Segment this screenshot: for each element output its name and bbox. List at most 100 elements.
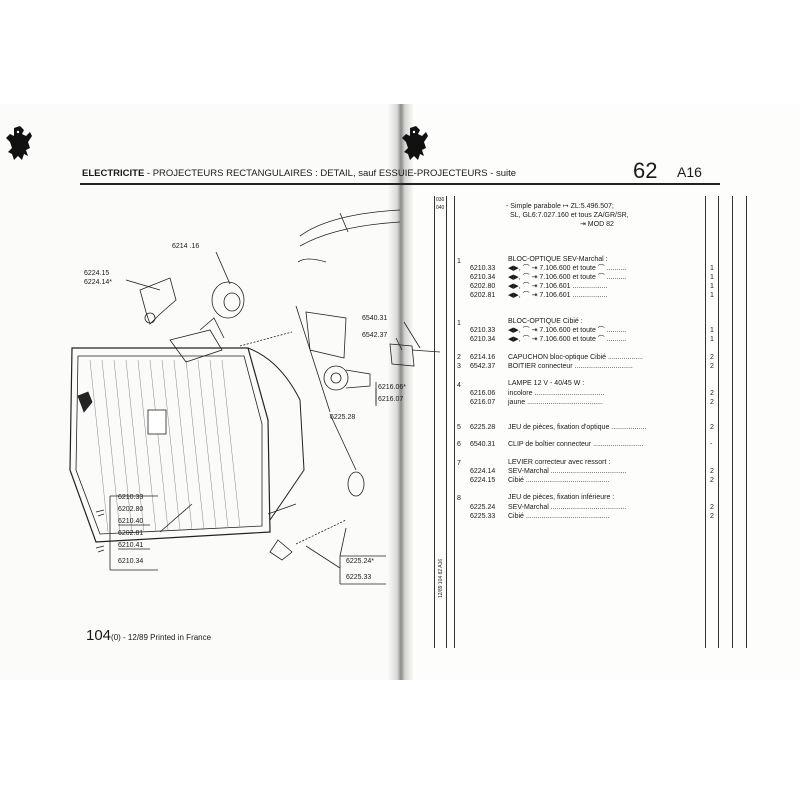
part-ref: 6202.81 — [470, 292, 496, 299]
peugeot-lion-logo-right — [402, 126, 428, 160]
item-title: BLOC-OPTIQUE SEV-Marchal : — [508, 256, 608, 263]
book-spine — [388, 104, 414, 680]
part-desc: JEU de pièces, fixation d'optique ......… — [508, 424, 647, 431]
part-ref: 6225.24 — [470, 504, 496, 511]
part-desc: BOITIER connecteur .....................… — [508, 363, 633, 370]
table-rule — [446, 196, 447, 648]
table-rule — [434, 196, 435, 648]
part-qty: 2 — [710, 390, 714, 397]
part-desc: CAPUCHON bloc-optique Cibié ............… — [508, 354, 643, 361]
callout-6225-28: 6225.28 — [330, 414, 356, 421]
part-desc: ◀▶, ⌒ ⇥ 7.106.600 et toute ⌒ .......... — [508, 327, 627, 334]
callout-6202-81: 6202.81 — [118, 530, 144, 537]
part-ref: 6540.31 — [470, 441, 496, 448]
table-rule — [746, 196, 747, 648]
part-qty: 1 — [710, 327, 714, 334]
part-desc: ◀▶, ⌒ ⇥ 7.106.600 et toute ⌒ .......... — [508, 336, 627, 343]
part-qty: 2 — [710, 504, 714, 511]
part-ref: 6210.33 — [470, 327, 496, 334]
part-desc: incolore ...............................… — [508, 390, 605, 397]
part-qty: 2 — [710, 363, 714, 370]
part-qty: 1 — [710, 274, 714, 281]
callout-6216-07: 6216.07 — [378, 396, 404, 403]
callout-6542-37: 6542.37 — [362, 332, 388, 339]
part-ref: 6210.33 — [470, 265, 496, 272]
part-qty: 2 — [710, 513, 714, 520]
vertical-reference: 12/89 104 82 A16 — [438, 558, 444, 598]
group-number: 62 — [633, 158, 658, 183]
item-number: 5 — [457, 424, 461, 431]
part-qty: 2 — [710, 468, 714, 475]
column-code-top: 030 — [436, 197, 445, 203]
footer-text: (0) - 12/89 Printed in France — [111, 633, 212, 642]
part-ref: 6225.33 — [470, 513, 496, 520]
part-qty: 2 — [710, 424, 714, 431]
part-ref: 6216.07 — [470, 399, 496, 406]
part-desc: ◀▶, ⌒ ⇥ 7.106.600 et toute ⌒ .......... — [508, 265, 627, 272]
left-page — [0, 104, 402, 680]
callout-6216-06: 6216.06* — [378, 384, 407, 391]
part-desc: ◀▶, ⌒ ⇥ 7.106.601 .................. — [508, 283, 608, 290]
part-ref: 6216.06 — [470, 390, 496, 397]
part-desc: Cibié ..................................… — [508, 477, 610, 484]
item-title: LAMPE 12 V - 40/45 W : — [508, 380, 585, 387]
intro-line: - Simple parabole ↦ ZL:5.496.507; — [506, 203, 614, 210]
item-number: 2 — [457, 354, 461, 361]
part-desc: ◀▶, ⌒ ⇥ 7.106.601 .................. — [508, 292, 608, 299]
part-ref: 6224.15 — [470, 477, 496, 484]
callout-6210-40: 6210.40 — [118, 518, 144, 525]
part-desc: jaune ..................................… — [508, 399, 603, 406]
part-qty: 2 — [710, 477, 714, 484]
section-title: ELECTRICITE — [82, 168, 145, 179]
item-number: 1 — [457, 320, 461, 327]
callout-6210-41: 6210.41 — [118, 542, 144, 549]
item-title: JEU de pièces, fixation inférieure : — [508, 494, 615, 501]
page-number: 104 — [86, 627, 112, 644]
item-number: 1 — [457, 258, 461, 265]
section-subtitle: - PROJECTEURS RECTANGULAIRES : DETAIL, s… — [146, 168, 517, 179]
part-qty: 1 — [710, 292, 714, 299]
item-title: BLOC-OPTIQUE Cibié : — [508, 318, 583, 325]
part-qty: 1 — [710, 283, 714, 290]
intro-line: SL, GL6:7.027.160 et tous ZA/GR/SR, — [510, 212, 629, 219]
table-rule — [705, 196, 706, 648]
intro-line: ⇥ MOD 82 — [580, 221, 614, 228]
item-title: LEVIER correcteur avec ressort : — [508, 459, 611, 466]
callout-6210-34: 6210.34 — [118, 558, 144, 565]
part-ref: 6542.37 — [470, 363, 496, 370]
right-page — [402, 104, 800, 680]
callout-6540-31: 6540.31 — [362, 315, 388, 322]
part-desc: CLIP de boîtier connecteur .............… — [508, 441, 644, 448]
section-header: ELECTRICITE - PROJECTEURS RECTANGULAIRES… — [82, 168, 516, 179]
callout-6214-16: 6214 .16 — [172, 243, 200, 250]
part-ref: 6225.28 — [470, 424, 496, 431]
callout-6210-33: 6210.33 — [118, 494, 144, 501]
part-ref: 6224.14 — [470, 468, 496, 475]
group-code: A16 — [677, 164, 702, 180]
item-number: 6 — [457, 441, 461, 448]
item-number: 7 — [457, 460, 461, 467]
part-desc: Cibié ..................................… — [508, 513, 610, 520]
callout-6202-80: 6202.80 — [118, 506, 144, 513]
part-ref: 6210.34 — [470, 274, 496, 281]
callout-6225-24: 6225.24* — [346, 558, 375, 565]
item-number: 3 — [457, 363, 461, 370]
header-rule — [80, 183, 720, 185]
callout-6225-33: 6225.33 — [346, 574, 372, 581]
part-qty: 1 — [710, 336, 714, 343]
part-desc: SEV-Marchal ............................… — [508, 504, 627, 511]
table-rule — [732, 196, 733, 648]
peugeot-lion-logo-left — [6, 126, 32, 160]
table-rule — [454, 196, 455, 648]
part-ref: 6214.16 — [470, 354, 496, 361]
callout-6224-14: 6224.14* — [84, 279, 113, 286]
callout-6224-15: 6224.15 — [84, 270, 110, 277]
part-qty: 2 — [710, 399, 714, 406]
part-desc: SEV-Marchal ............................… — [508, 468, 627, 475]
table-rule — [718, 196, 719, 648]
item-number: 8 — [457, 495, 461, 502]
column-code-second: 040 — [436, 205, 445, 211]
part-qty: 1 — [710, 265, 714, 272]
part-ref: 6210.34 — [470, 336, 496, 343]
